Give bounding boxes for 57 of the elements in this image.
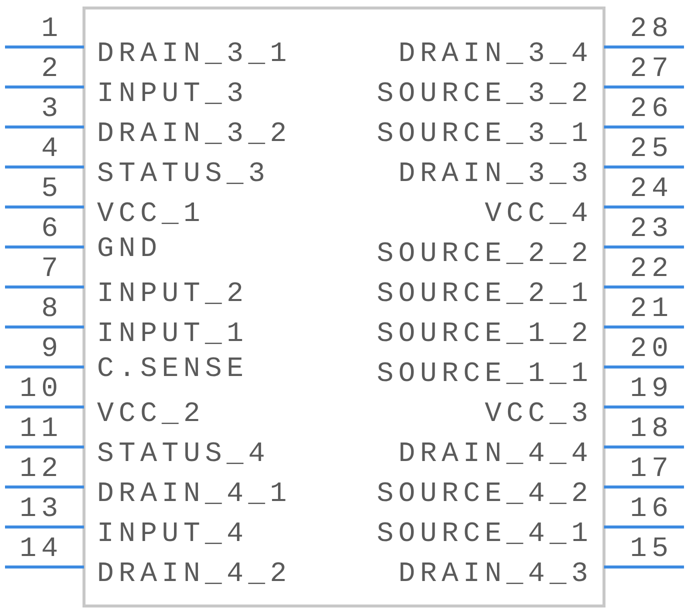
pin-name: DRAIN_3_1: [97, 40, 292, 70]
pin-name: DRAIN_4_3: [398, 560, 593, 590]
pin-name: INPUT_3: [97, 80, 248, 110]
pin-name: DRAIN_4_4: [398, 440, 593, 470]
pin-number: 20: [630, 335, 674, 365]
pin-number: 14: [20, 535, 63, 565]
pin-name: SOURCE_2_1: [376, 280, 593, 310]
pin-number: 25: [630, 135, 674, 165]
pin-name: INPUT_4: [97, 520, 248, 550]
pin-number: 10: [20, 375, 63, 405]
pin-name: GND: [97, 235, 162, 265]
pin-name: STATUS_4: [97, 440, 270, 470]
pin-name: DRAIN_4_2: [97, 560, 292, 590]
pin-number: 19: [630, 375, 674, 405]
pin-number: 28: [630, 15, 674, 45]
pin-name: DRAIN_4_1: [97, 480, 292, 510]
pin-name: C.SENSE: [97, 355, 248, 385]
pin-number: 13: [20, 495, 63, 525]
pin-name: VCC_3: [484, 400, 593, 430]
pin-name: DRAIN_3_4: [398, 40, 593, 70]
pin-number: 2: [41, 55, 63, 85]
pin-number: 21: [630, 295, 674, 325]
pin-number: 26: [630, 95, 674, 125]
pin-number: 4: [41, 135, 63, 165]
pin-name: SOURCE_1_1: [376, 360, 593, 390]
pin-number: 11: [20, 415, 63, 445]
pin-number: 24: [630, 175, 674, 205]
pin-name: VCC_1: [97, 200, 206, 230]
pin-number: 3: [41, 95, 63, 125]
pin-name: SOURCE_1_2: [376, 320, 593, 350]
pin-name: SOURCE_4_1: [376, 520, 593, 550]
pin-number: 1: [41, 15, 63, 45]
pin-number: 9: [41, 335, 63, 365]
pin-number: 7: [41, 255, 63, 285]
pin-number: 12: [20, 455, 63, 485]
pin-name: SOURCE_4_2: [376, 480, 593, 510]
pin-name: VCC_4: [484, 200, 593, 230]
pin-name: STATUS_3: [97, 160, 270, 190]
pin-number: 16: [630, 495, 674, 525]
pin-number: 22: [630, 255, 674, 285]
pin-name: DRAIN_3_3: [398, 160, 593, 190]
pin-name: INPUT_2: [97, 280, 248, 310]
pin-name: VCC_2: [97, 400, 206, 430]
pin-name: SOURCE_3_2: [376, 80, 593, 110]
pin-number: 17: [630, 455, 674, 485]
pin-number: 15: [630, 535, 674, 565]
pin-number: 18: [630, 415, 674, 445]
pin-name: INPUT_1: [97, 320, 248, 350]
chip-body: [82, 6, 606, 608]
pin-number: 27: [630, 55, 674, 85]
pin-number: 5: [41, 175, 63, 205]
pin-name: SOURCE_2_2: [376, 240, 593, 270]
pin-number: 23: [630, 215, 674, 245]
pin-number: 8: [41, 295, 63, 325]
pin-name: DRAIN_3_2: [97, 120, 292, 150]
pin-name: SOURCE_3_1: [376, 120, 593, 150]
pin-number: 6: [41, 215, 63, 245]
